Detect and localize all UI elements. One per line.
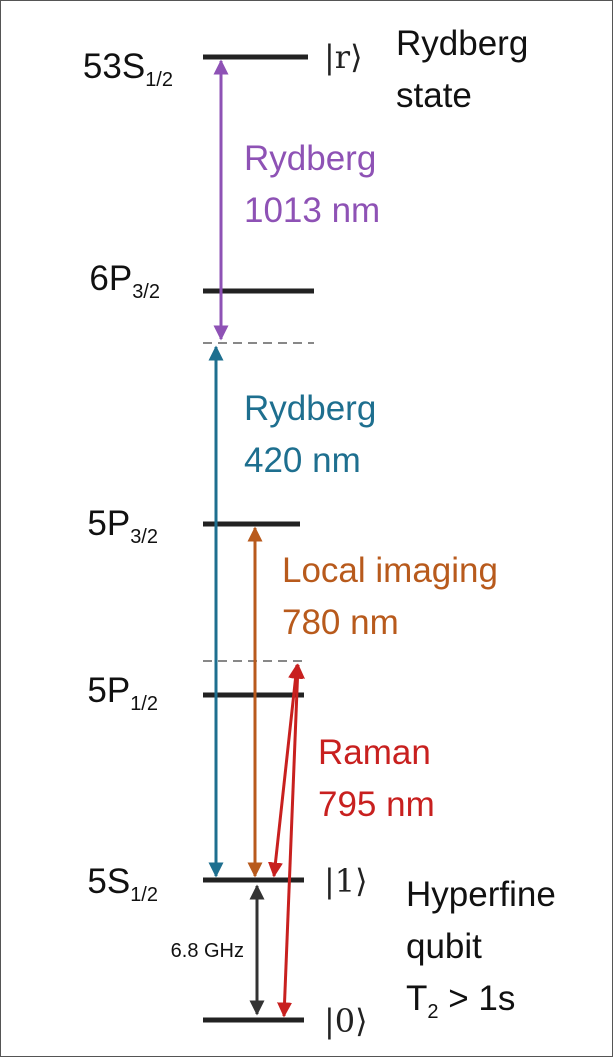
ket-r: |r⟩ — [324, 38, 363, 76]
hyperfine-label-line2: qubit — [406, 927, 482, 966]
imaging-780-label-line1: Local imaging — [282, 551, 498, 590]
hyperfine-label-line1: Hyperfine — [406, 875, 556, 914]
level-label-5p32: 5P3/2 — [87, 504, 158, 548]
raman-795-label-line1: Raman — [318, 733, 431, 772]
rydberg-420-label-line1: Rydberg — [244, 389, 376, 428]
imaging-780-label-line2: 780 nm — [282, 603, 399, 642]
rydberg-state-label-line1: Rydberg — [396, 24, 528, 63]
raman-795-label-line2: 795 nm — [318, 785, 435, 824]
ket-zero: |0⟩ — [324, 1002, 368, 1040]
ket-one: |1⟩ — [324, 862, 368, 900]
level-label-53s: 53S1/2 — [83, 47, 173, 91]
rydberg-1013-label-line2: 1013 nm — [244, 191, 380, 230]
rydberg-420-label-line2: 420 nm — [244, 441, 361, 480]
splitting-label: 6.8 GHz — [171, 940, 244, 962]
level-label-5p12: 5P1/2 — [87, 671, 158, 715]
raman-795-arrow-to-zero — [277, 663, 305, 1018]
level-label-6p32: 6P3/2 — [89, 259, 160, 303]
t2-label: T2 > 1s — [406, 979, 515, 1023]
level-label-5s12: 5S1/2 — [87, 862, 158, 906]
rydberg-1013-label-line1: Rydberg — [244, 139, 376, 178]
rydberg-state-label-line2: state — [396, 76, 472, 115]
